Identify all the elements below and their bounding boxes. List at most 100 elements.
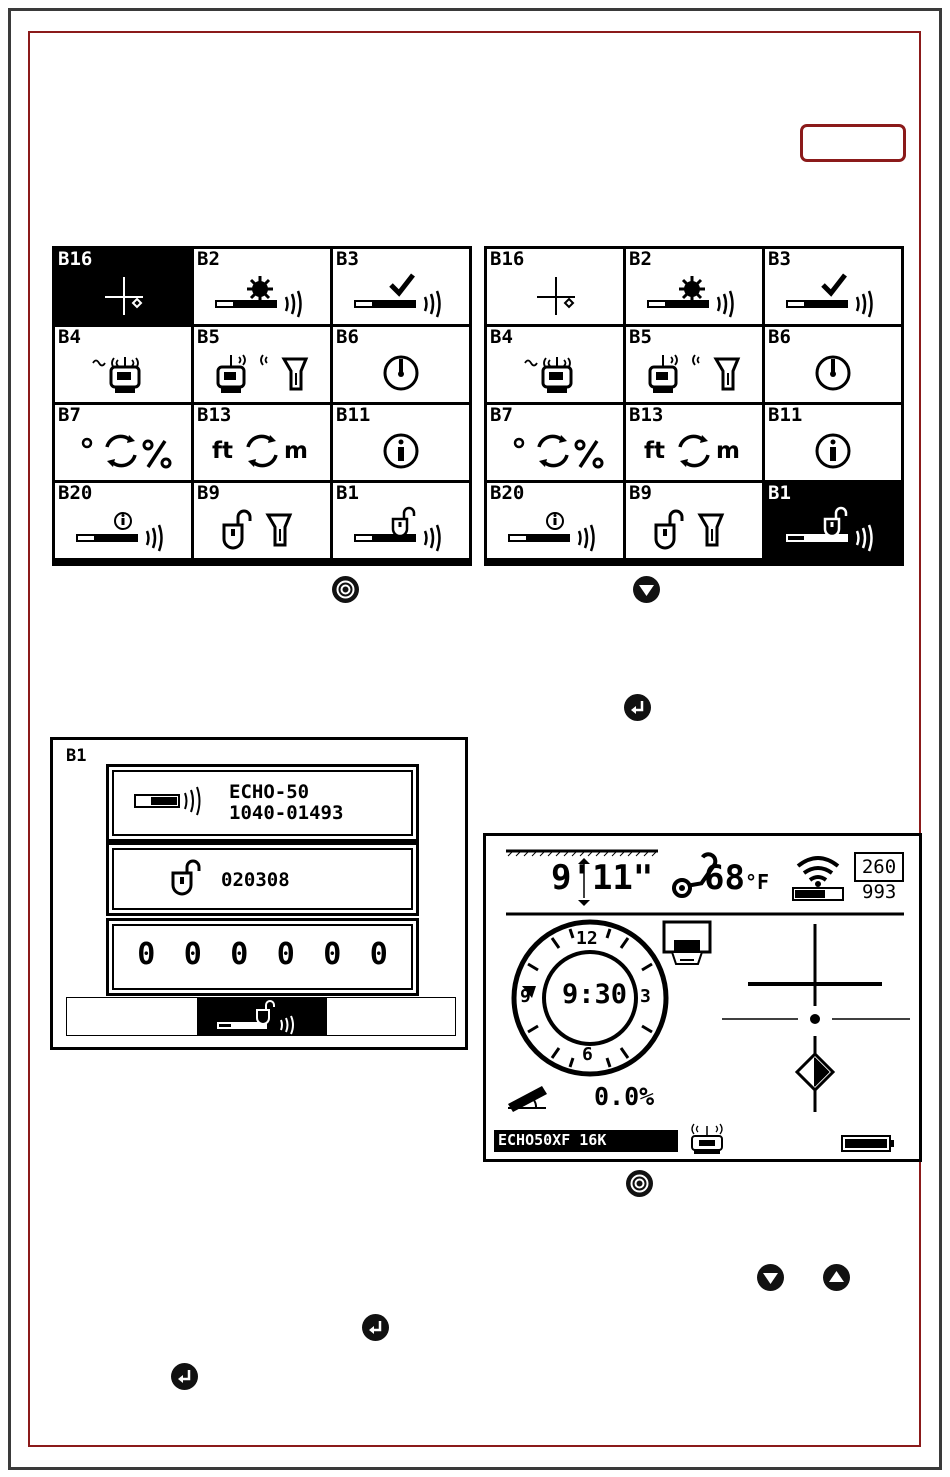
enter-button-icon[interactable] [171, 1363, 198, 1390]
remote-to-locator-icon [626, 327, 762, 402]
remote-to-locator-icon [194, 327, 330, 402]
target-locate-icon [722, 924, 910, 1112]
menu-cell-b5[interactable]: B5 [194, 327, 330, 402]
transmitter-settings-icon [626, 249, 762, 324]
status-bar: ECHO50XF 16K [494, 1130, 678, 1152]
menu-cell-b9[interactable]: B9 [194, 483, 330, 558]
remote-link-icon [692, 1124, 722, 1154]
transmitter-info-icon [55, 483, 191, 558]
pitch-gauge-icon [333, 327, 469, 402]
down-arrow-button-icon[interactable] [757, 1264, 784, 1291]
menu-cell-b1[interactable]: B1 [765, 483, 901, 558]
transmitter-unlock-icon [765, 483, 901, 558]
transmitter-check-icon [333, 249, 469, 324]
menu-cell-b1[interactable]: B1 [333, 483, 469, 558]
depth-readout: 9'11" [551, 858, 653, 898]
code-digit-4[interactable]: 0 [277, 937, 295, 972]
unit-toggle-arrows-icon [626, 405, 762, 480]
menu-cell-b9[interactable]: B9 [626, 483, 762, 558]
transmitter-info-box: ECHO-50 1040-01493 [106, 764, 419, 842]
code-digits: 0 0 0 0 0 0 [109, 937, 416, 972]
temperature-readout: 68°F [704, 858, 769, 898]
remote-display-icon [487, 327, 623, 402]
menu-cell-b2[interactable]: B2 [194, 249, 330, 324]
ground-line-icon [506, 851, 658, 856]
menu-cell-b3[interactable]: B3 [765, 249, 901, 324]
transmitter-unlock-icon [333, 483, 469, 558]
temperature-value: 68 [704, 858, 745, 898]
code-digit-6[interactable]: 0 [370, 937, 388, 972]
down-arrow-button-icon[interactable] [633, 576, 660, 603]
menu-cell-b3[interactable]: B3 [333, 249, 469, 324]
roll-clock-readout: 9:30 [562, 979, 627, 1010]
locator-unlock-icon [194, 483, 330, 558]
transmitter-icon [127, 767, 217, 839]
menu-cell-b6[interactable]: B6 [333, 327, 469, 402]
code-digit-5[interactable]: 0 [323, 937, 341, 972]
up-arrow-button-icon[interactable] [823, 1264, 850, 1291]
remote-display-icon [55, 327, 191, 402]
menu-grid-left: B16 B2 B3 B4 [52, 246, 472, 566]
code-digit-3[interactable]: 0 [230, 937, 248, 972]
info-icon [765, 405, 901, 480]
transmitter-unlock-icon [197, 998, 327, 1035]
menu-cell-b4[interactable]: B4 [487, 327, 623, 402]
code-digit-2[interactable]: 0 [184, 937, 202, 972]
panel-code: B1 [66, 746, 86, 766]
degree-percent-toggle-icon [55, 405, 191, 480]
unlock-icon [167, 845, 207, 913]
code-digit-1[interactable]: 0 [137, 937, 155, 972]
transmitter-check-icon [765, 249, 901, 324]
locator-home-display: 9'11" 68°F 260 993 12 3 6 9 9:30 0.0% EC… [483, 833, 922, 1162]
enter-button-icon[interactable] [624, 694, 651, 721]
code-entry-box[interactable]: 0 0 0 0 0 0 [106, 918, 419, 996]
transmitter-info-icon [487, 483, 623, 558]
locator-unlock-icon [626, 483, 762, 558]
pitch-icon [508, 1086, 547, 1112]
menu-grid-right: B16 B2 B3 B4 [484, 246, 904, 566]
battery-icon [842, 1136, 894, 1151]
menu-cell-b20[interactable]: B20 [487, 483, 623, 558]
menu-cell-b4[interactable]: B4 [55, 327, 191, 402]
menu-cell-b16[interactable]: B16 [55, 249, 191, 324]
menu-cell-b16[interactable]: B16 [487, 249, 623, 324]
transmitter-settings-icon [194, 249, 330, 324]
clock-label-6: 6 [582, 1044, 593, 1065]
menu-cell-b11[interactable]: B11 [765, 405, 901, 480]
unlock-code-box: 020308 [106, 842, 419, 916]
menu-cell-b20[interactable]: B20 [55, 483, 191, 558]
menu-cell-b13[interactable]: B13 ft m [194, 405, 330, 480]
menu-cell-b13[interactable]: B13 ft m [626, 405, 762, 480]
unlock-code-value: 020308 [221, 869, 290, 891]
section-tag-badge [800, 124, 906, 162]
unit-toggle-arrows-icon [194, 405, 330, 480]
target-crosshair-icon [487, 249, 623, 324]
enter-button-icon[interactable] [362, 1314, 389, 1341]
settings-button-icon[interactable] [626, 1170, 653, 1197]
clock-label-9: 9 [520, 986, 531, 1007]
menu-cell-b2[interactable]: B2 [626, 249, 762, 324]
clock-label-12: 12 [576, 928, 598, 949]
signal-strength-icon [798, 858, 838, 880]
tab-transmitter-unlock[interactable] [197, 998, 327, 1035]
menu-cell-b7[interactable]: B7 [487, 405, 623, 480]
temperature-unit: °F [745, 870, 769, 894]
depth-down-arrow-icon [578, 900, 590, 906]
clock-label-3: 3 [640, 986, 651, 1007]
transmitter-model: ECHO-50 [229, 781, 309, 803]
target-crosshair-icon [55, 249, 191, 324]
info-icon [333, 405, 469, 480]
transmitter-serial: 1040-01493 [229, 802, 343, 824]
menu-cell-b6[interactable]: B6 [765, 327, 901, 402]
menu-cell-b11[interactable]: B11 [333, 405, 469, 480]
settings-button-icon[interactable] [332, 576, 359, 603]
pitch-gauge-icon [765, 327, 901, 402]
pitch-readout: 0.0% [594, 1082, 654, 1111]
menu-cell-b5[interactable]: B5 [626, 327, 762, 402]
panel-tab-bar [66, 997, 456, 1036]
menu-cell-b7[interactable]: B7 [55, 405, 191, 480]
channel-readout: 260 [854, 852, 904, 882]
transmitter-unlock-panel: B1 ECHO-50 1040-01493 020308 0 0 0 0 0 0 [50, 737, 468, 1050]
degree-percent-toggle-icon [487, 405, 623, 480]
signal-value-readout: 993 [862, 881, 896, 903]
